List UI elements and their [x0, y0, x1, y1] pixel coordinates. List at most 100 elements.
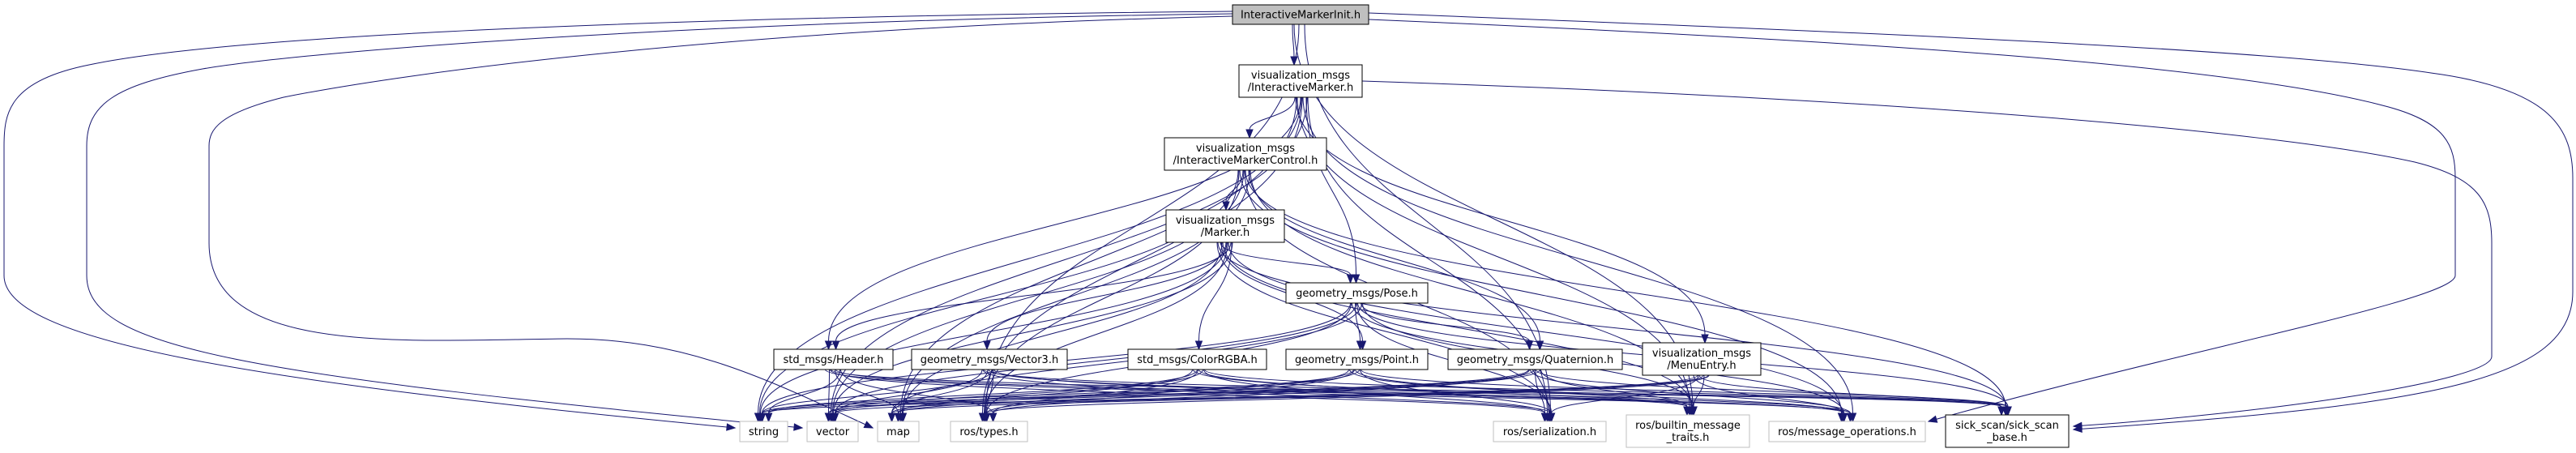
node-imcontrol[interactable]: visualization_msgs/InteractiveMarkerCont… — [1164, 137, 1327, 171]
node-label: /Marker.h — [1201, 227, 1250, 239]
node-header[interactable]: std_msgs/Header.h — [773, 348, 894, 370]
node-label: InteractiveMarkerInit.h — [1241, 10, 1361, 22]
edge-menu-to-types — [982, 374, 1710, 423]
arrowhead-icon — [758, 412, 767, 423]
node-label: vector — [816, 426, 850, 438]
edge-menu-to-vector — [831, 374, 1698, 423]
arrowhead-icon — [2072, 421, 2083, 430]
arrowhead-icon — [831, 412, 839, 423]
node-marker[interactable]: visualization_msgs/Marker.h — [1165, 209, 1285, 243]
edge-marker-to-color — [1194, 241, 1232, 351]
edges-layer — [3, 11, 2574, 434]
node-box — [1127, 348, 1267, 370]
edge-pose-to-quat — [1361, 302, 1534, 351]
node-traits: ros/builtin_message_traits.h — [1625, 414, 1750, 448]
node-box — [1945, 414, 2070, 448]
node-sickbase[interactable]: sick_scan/sick_scan_base.h — [1945, 414, 2070, 448]
node-label: std_msgs/ColorRGBA.h — [1137, 354, 1257, 366]
arrowhead-icon — [894, 412, 903, 423]
node-label: _traits.h — [1666, 432, 1710, 444]
node-box — [950, 421, 1028, 442]
node-box — [1238, 64, 1363, 98]
node-box — [911, 348, 1068, 370]
edge-point-to-string — [758, 369, 1354, 423]
arrowhead-icon — [982, 412, 991, 423]
node-point[interactable]: geometry_msgs/Point.h — [1285, 348, 1429, 370]
arrowhead-icon — [1547, 412, 1556, 423]
node-pose[interactable]: geometry_msgs/Pose.h — [1285, 282, 1429, 304]
edge-menu-to-msgops — [1693, 374, 1848, 423]
node-label: ros/serialization.h — [1503, 426, 1596, 438]
node-box — [773, 348, 894, 370]
edge-quat-to-serial — [1535, 369, 1549, 423]
node-msgops: ros/message_operations.h — [1768, 421, 1926, 442]
node-box — [1165, 209, 1285, 243]
node-box — [1285, 282, 1429, 304]
edge-marker-to-header — [831, 241, 1232, 351]
edge-quat-to-string — [764, 369, 1529, 423]
node-imarker[interactable]: visualization_msgs/InteractiveMarker.h — [1238, 64, 1363, 98]
node-label: /InteractiveMarkerControl.h — [1173, 155, 1318, 167]
node-root[interactable]: InteractiveMarkerInit.h — [1232, 4, 1369, 25]
node-label: sick_scan/sick_scan — [1955, 420, 2059, 432]
arrowhead-icon — [2004, 406, 2012, 417]
node-label: geometry_msgs/Vector3.h — [921, 354, 1058, 366]
edge-imarker-to-imcontrol — [1245, 96, 1296, 139]
node-box — [1164, 137, 1327, 171]
node-label: /InteractiveMarker.h — [1248, 82, 1354, 94]
arrowhead-icon — [1540, 412, 1549, 423]
node-box — [1285, 348, 1429, 370]
node-menu[interactable]: visualization_msgs/MenuEntry.h — [1642, 342, 1762, 376]
node-label: _base.h — [1986, 432, 2027, 444]
node-label: visualization_msgs — [1196, 143, 1295, 155]
arrowhead-icon — [1683, 406, 1691, 417]
node-box — [1625, 414, 1750, 448]
node-label: ros/types.h — [959, 426, 1018, 438]
node-serial: ros/serialization.h — [1493, 421, 1607, 442]
node-label: geometry_msgs/Quaternion.h — [1457, 354, 1613, 366]
edge-root-to-msgops — [1368, 19, 2456, 423]
node-color[interactable]: std_msgs/ColorRGBA.h — [1127, 348, 1267, 370]
arrowhead-icon — [1245, 129, 1254, 139]
node-label: visualization_msgs — [1251, 70, 1350, 82]
edge-menu-to-map — [887, 374, 1704, 423]
node-label: string — [749, 426, 779, 438]
arrowhead-icon — [899, 412, 908, 423]
arrowhead-icon — [824, 412, 833, 423]
edge-quat-to-sickbase — [1536, 369, 2006, 417]
node-label: geometry_msgs/Pose.h — [1296, 288, 1418, 300]
arrowhead-icon — [1997, 406, 2006, 417]
node-box — [806, 421, 859, 442]
arrowhead-icon — [1839, 412, 1848, 423]
node-label: std_msgs/Header.h — [784, 354, 884, 366]
nodes-layer: InteractiveMarkerInit.h visualization_msg… — [739, 4, 2070, 448]
arrowhead-icon — [863, 421, 874, 429]
node-vector3[interactable]: geometry_msgs/Vector3.h — [911, 348, 1068, 370]
edge-quat-to-types — [989, 369, 1530, 423]
edge-quat-to-vector — [824, 369, 1535, 423]
arrowhead-icon — [1194, 340, 1203, 351]
edge-quat-to-traits — [1540, 369, 1691, 417]
edge-imarker-to-pose — [1305, 96, 1361, 284]
edge-menu-to-serial — [1547, 374, 1699, 423]
node-quat[interactable]: geometry_msgs/Quaternion.h — [1447, 348, 1623, 370]
node-label: map — [886, 426, 910, 438]
node-box — [1493, 421, 1607, 442]
node-label: visualization_msgs — [1176, 215, 1275, 227]
arrowhead-icon — [1927, 415, 1938, 423]
node-box — [877, 421, 920, 442]
node-label: geometry_msgs/Point.h — [1295, 354, 1419, 366]
node-box — [1447, 348, 1623, 370]
edge-imarker-to-sickbase — [1361, 80, 2493, 430]
edge-imarker-to-menu — [1295, 96, 1709, 344]
arrowhead-icon — [764, 412, 773, 423]
arrowhead-icon — [887, 412, 896, 423]
arrowhead-icon — [831, 340, 840, 351]
node-label: visualization_msgs — [1652, 348, 1751, 360]
arrowhead-icon — [983, 340, 991, 351]
node-label: ros/builtin_message — [1635, 420, 1741, 432]
edge-imarker-to-msgops — [1302, 96, 1857, 423]
arrowhead-icon — [989, 412, 998, 423]
node-string: string — [739, 421, 788, 442]
arrowhead-icon — [1690, 406, 1698, 417]
